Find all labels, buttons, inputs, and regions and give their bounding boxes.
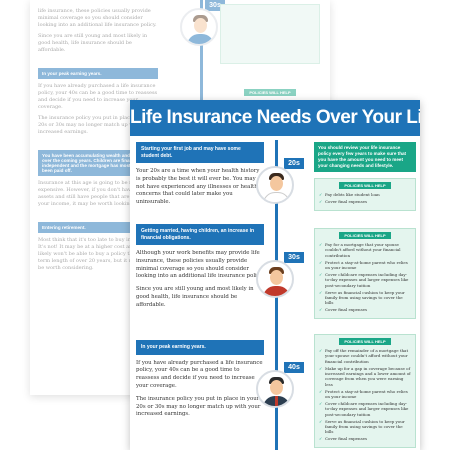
help-item: Cover final expenses [319, 199, 411, 205]
section-heading: Getting married, having children, an inc… [136, 224, 264, 245]
avatar-20s [256, 166, 294, 204]
help-heading: POLICIES WILL HELP [339, 232, 391, 239]
section-paragraph: The insurance policy you put in place in… [136, 395, 261, 418]
help-item: Cover childcare expenses including day-t… [319, 401, 411, 417]
back-help-heading: POLICIES WILL HELP [244, 89, 296, 96]
back-right-column: POLICIES WILL HELP [220, 4, 320, 99]
age-tag-20s: 20s [284, 158, 304, 169]
section-20s-text: Starting your first job and may have som… [136, 142, 264, 207]
back-paragraph: Most think that it's too late to buy ins… [38, 237, 153, 271]
back-avatar [180, 8, 218, 46]
back-help-box [220, 4, 320, 64]
section-20s-help: You should review your life insurance po… [314, 142, 416, 211]
section-30s-text: Getting married, having children, an inc… [136, 224, 264, 310]
section-40s-text: In your peak earning years. If you have … [136, 340, 264, 419]
help-item: Pay for a mortgage that your spouse coul… [319, 242, 411, 258]
help-item: Serve as financial cushion to keep your … [319, 290, 411, 306]
age-tag-30s: 30s [284, 252, 304, 263]
avatar-40s [256, 370, 294, 408]
help-heading: POLICIES WILL HELP [339, 338, 391, 345]
avatar-30s [256, 260, 294, 298]
front-infographic-page: Life Insurance Needs Over Your Lifetime … [130, 100, 420, 450]
back-paragraph: The insurance policy you put in place in… [38, 115, 154, 135]
help-item: Pay debts like student loan [319, 192, 411, 198]
help-box-30s: POLICIES WILL HELP Pay for a mortgage th… [314, 228, 416, 320]
back-paragraph: If you have already purchased a life ins… [38, 83, 158, 110]
back-section-heading: Entering retirement. [38, 222, 158, 233]
help-box-40s: POLICIES WILL HELP Pay off the remainder… [314, 334, 416, 449]
help-item: Serve as financial cushion to keep your … [319, 419, 411, 435]
back-paragraph: Since you are still young and most likel… [38, 33, 148, 53]
review-policy-note: You should review your life insurance po… [314, 142, 416, 172]
section-paragraph: If you have already purchased a life ins… [136, 359, 263, 389]
help-item: Make up for a gap in coverage because of… [319, 366, 411, 388]
help-item: Pay off the remainder of a mortgage that… [319, 348, 411, 364]
age-tag-40s: 40s [284, 362, 304, 373]
back-section-heading: In your peak earning years. [38, 68, 158, 79]
help-heading: POLICIES WILL HELP [339, 181, 391, 189]
help-box-20s: POLICIES WILL HELP Pay debts like studen… [314, 177, 416, 211]
back-paragraph: Insurance at this age is going to be mor… [38, 180, 157, 207]
section-30s-help: POLICIES WILL HELP Pay for a mortgage th… [314, 228, 416, 320]
section-paragraph: Since you are still young and most likel… [136, 286, 254, 308]
help-item: Cover final expenses [319, 307, 411, 313]
back-age-tag: 30s [205, 0, 225, 11]
help-item: Protect a stay-at-home parent who relies… [319, 260, 411, 271]
help-item: Cover childcare expenses including day-t… [319, 272, 411, 288]
section-heading: In your peak earning years. [136, 340, 264, 355]
section-40s-help: POLICIES WILL HELP Pay off the remainder… [314, 334, 416, 449]
back-paragraph: life insurance, these policies usually p… [38, 8, 157, 28]
help-item: Protect a stay-at-home parent who relies… [319, 389, 411, 400]
infographic-title: Life Insurance Needs Over Your Lifetime [130, 100, 420, 136]
section-heading: Starting your first job and may have som… [136, 142, 264, 163]
help-item: Cover final expenses [319, 436, 411, 442]
section-paragraph: Although your work benefits may provide … [136, 250, 264, 280]
section-paragraph: Your 20s are a time when your health his… [136, 168, 260, 206]
